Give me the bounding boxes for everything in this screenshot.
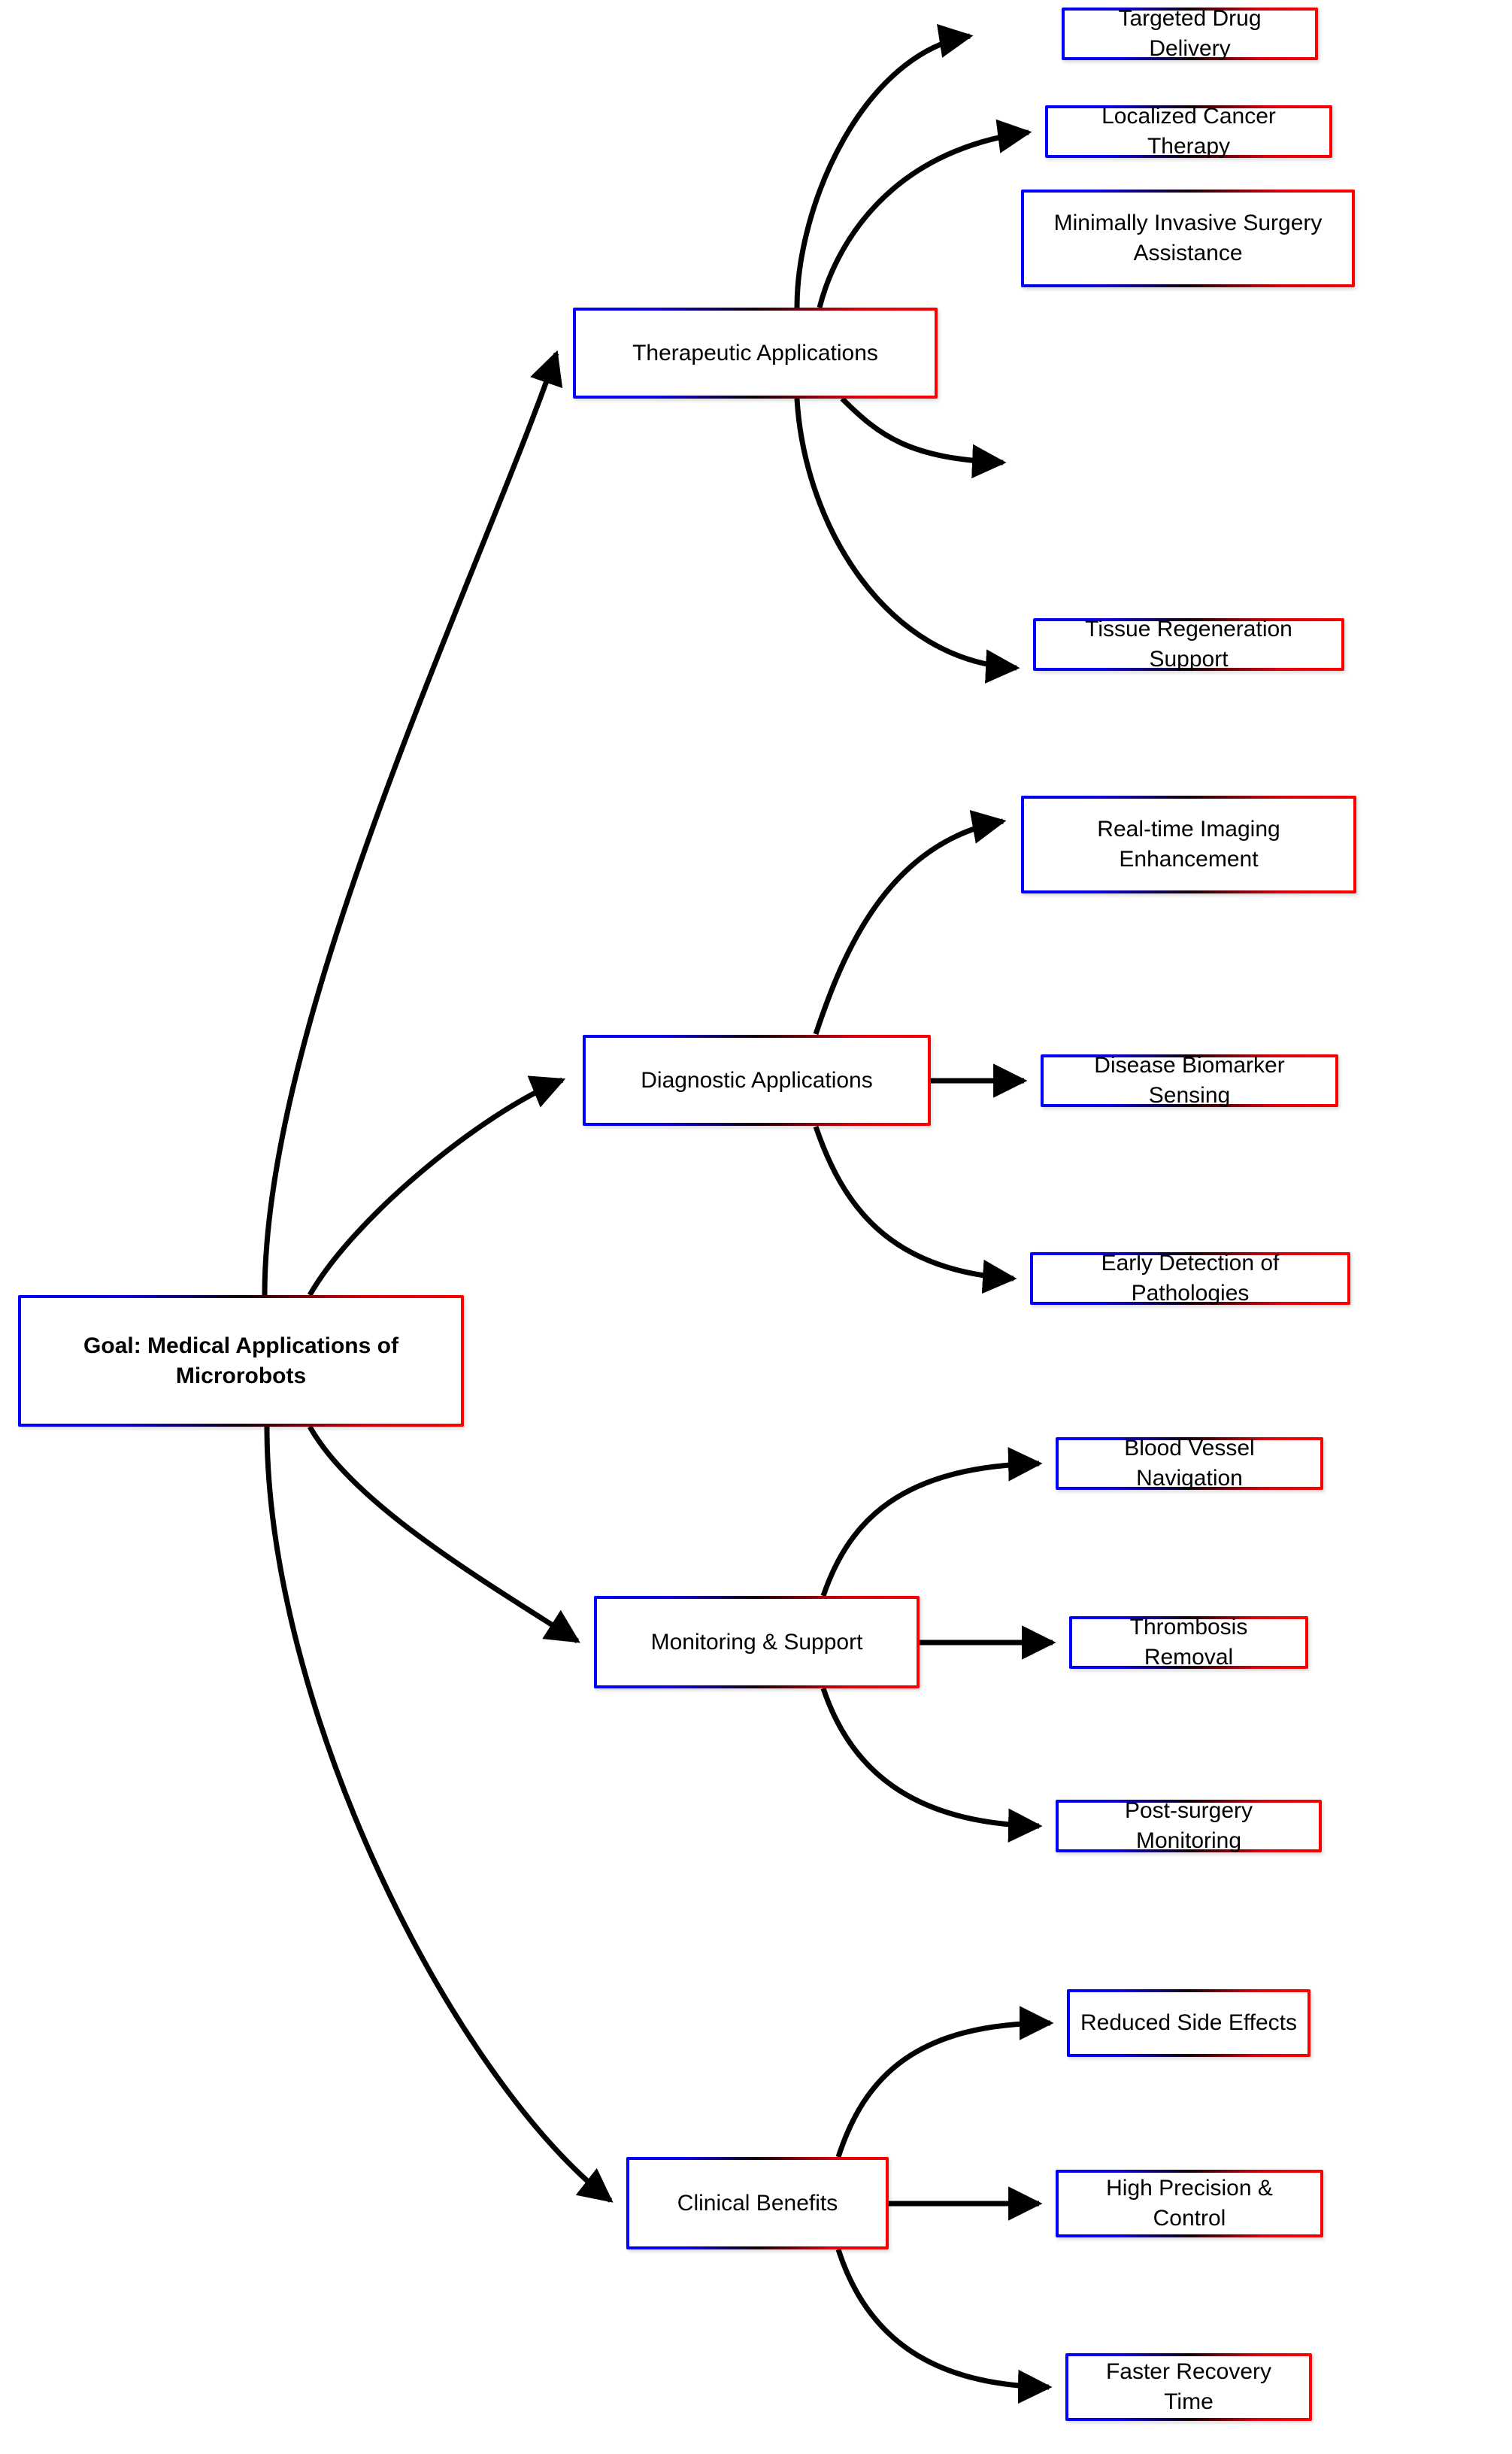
node-localized-cancer-therapy-label: Localized Cancer Therapy	[1101, 104, 1276, 159]
node-clinical-benefits-label: Clinical Benefits	[677, 2190, 838, 2216]
node-early-detection-of-pathologies-label: Early Detection of Pathologies	[1101, 1251, 1280, 1306]
node-thrombosis-removal[interactable]: Thrombosis Removal	[1069, 1615, 1308, 1670]
node-targeted-drug-delivery[interactable]: Targeted Drug Delivery	[1062, 6, 1318, 61]
node-tissue-regeneration-support[interactable]: Tissue Regeneration Support	[1033, 617, 1344, 672]
edge-monitoring-blood-vessel-navigation	[820, 1447, 1043, 1597]
edge-monitoring-post-surgery-monitoring	[820, 1687, 1043, 1843]
node-faster-recovery-time-label: Faster Recovery Time	[1105, 2359, 1272, 2414]
node-clinical-benefits[interactable]: Clinical Benefits	[626, 2157, 889, 2249]
node-therapeutic[interactable]: Therapeutic Applications	[573, 308, 938, 399]
node-disease-biomarker-sensing-label: Disease Biomarker Sensing	[1094, 1053, 1285, 1108]
node-disease-biomarker-sensing[interactable]: Disease Biomarker Sensing	[1041, 1053, 1338, 1108]
node-diagnostic-label: Diagnostic Applications	[641, 1067, 873, 1093]
node-faster-recovery-time[interactable]: Faster Recovery Time	[1065, 2353, 1312, 2421]
node-reduced-side-effects-label: Reduced Side Effects	[1080, 2010, 1297, 2036]
node-root-label: Goal: Medical Applications of Microrobot…	[83, 1333, 398, 1388]
edge-root-diagnostic	[307, 1075, 566, 1297]
node-diagnostic[interactable]: Diagnostic Applications	[583, 1035, 931, 1126]
node-minimally-invasive-surgery-assistance[interactable]: Minimally Invasive Surgery Assistance	[1021, 190, 1355, 287]
node-early-detection-of-pathologies[interactable]: Early Detection of Pathologies	[1030, 1251, 1350, 1306]
node-targeted-drug-delivery-label: Targeted Drug Delivery	[1118, 6, 1262, 61]
node-real-time-imaging-enhancement[interactable]: Real-time Imaging Enhancement	[1021, 796, 1356, 893]
node-post-surgery-monitoring-label: Post-surgery Monitoring	[1124, 1798, 1253, 1853]
edge-therapeutic-targeted-drug-delivery	[794, 23, 974, 308]
edge-clinical-faster-recovery-time	[835, 2248, 1053, 2404]
edge-diagnostic-real-time-imaging-enhancement	[813, 809, 1007, 1036]
node-blood-vessel-navigation-label: Blood Vessel Navigation	[1124, 1436, 1255, 1491]
node-tissue-regeneration-support-label: Tissue Regeneration Support	[1085, 617, 1292, 672]
edge-therapeutic-tissue-regeneration-support	[794, 398, 1020, 684]
node-thrombosis-removal-label: Thrombosis Removal	[1129, 1615, 1248, 1670]
node-therapeutic-label: Therapeutic Applications	[632, 340, 878, 366]
node-localized-cancer-therapy[interactable]: Localized Cancer Therapy	[1045, 104, 1332, 159]
edge-clinical-reduced-side-effects	[835, 2006, 1054, 2158]
node-minimally-invasive-surgery-assistance-label: Minimally Invasive Surgery Assistance	[1053, 211, 1323, 265]
edge-root-clinical	[264, 1426, 614, 2203]
node-high-precision-control[interactable]: High Precision & Control	[1056, 2170, 1323, 2237]
edge-root-monitoring	[307, 1425, 580, 1643]
node-high-precision-control-label: High Precision & Control	[1106, 2176, 1273, 2231]
node-root[interactable]: Goal: Medical Applications of Microrobot…	[18, 1295, 464, 1427]
edge-diagnostic-early-detection-of-pathologies	[813, 1125, 1017, 1294]
node-real-time-imaging-enhancement-label: Real-time Imaging Enhancement	[1097, 817, 1280, 872]
node-monitoring-label: Monitoring & Support	[650, 1629, 863, 1655]
edge-therapeutic-localized-cancer-therapy	[817, 119, 1032, 308]
node-post-surgery-monitoring[interactable]: Post-surgery Monitoring	[1056, 1798, 1322, 1853]
edge-therapeutic-minimally-invasive-surgery-assistance	[840, 396, 1007, 479]
node-blood-vessel-navigation[interactable]: Blood Vessel Navigation	[1056, 1436, 1323, 1491]
edge-root-therapeutic	[262, 350, 563, 1296]
node-monitoring[interactable]: Monitoring & Support	[594, 1596, 920, 1688]
node-reduced-side-effects[interactable]: Reduced Side Effects	[1067, 1989, 1311, 2057]
